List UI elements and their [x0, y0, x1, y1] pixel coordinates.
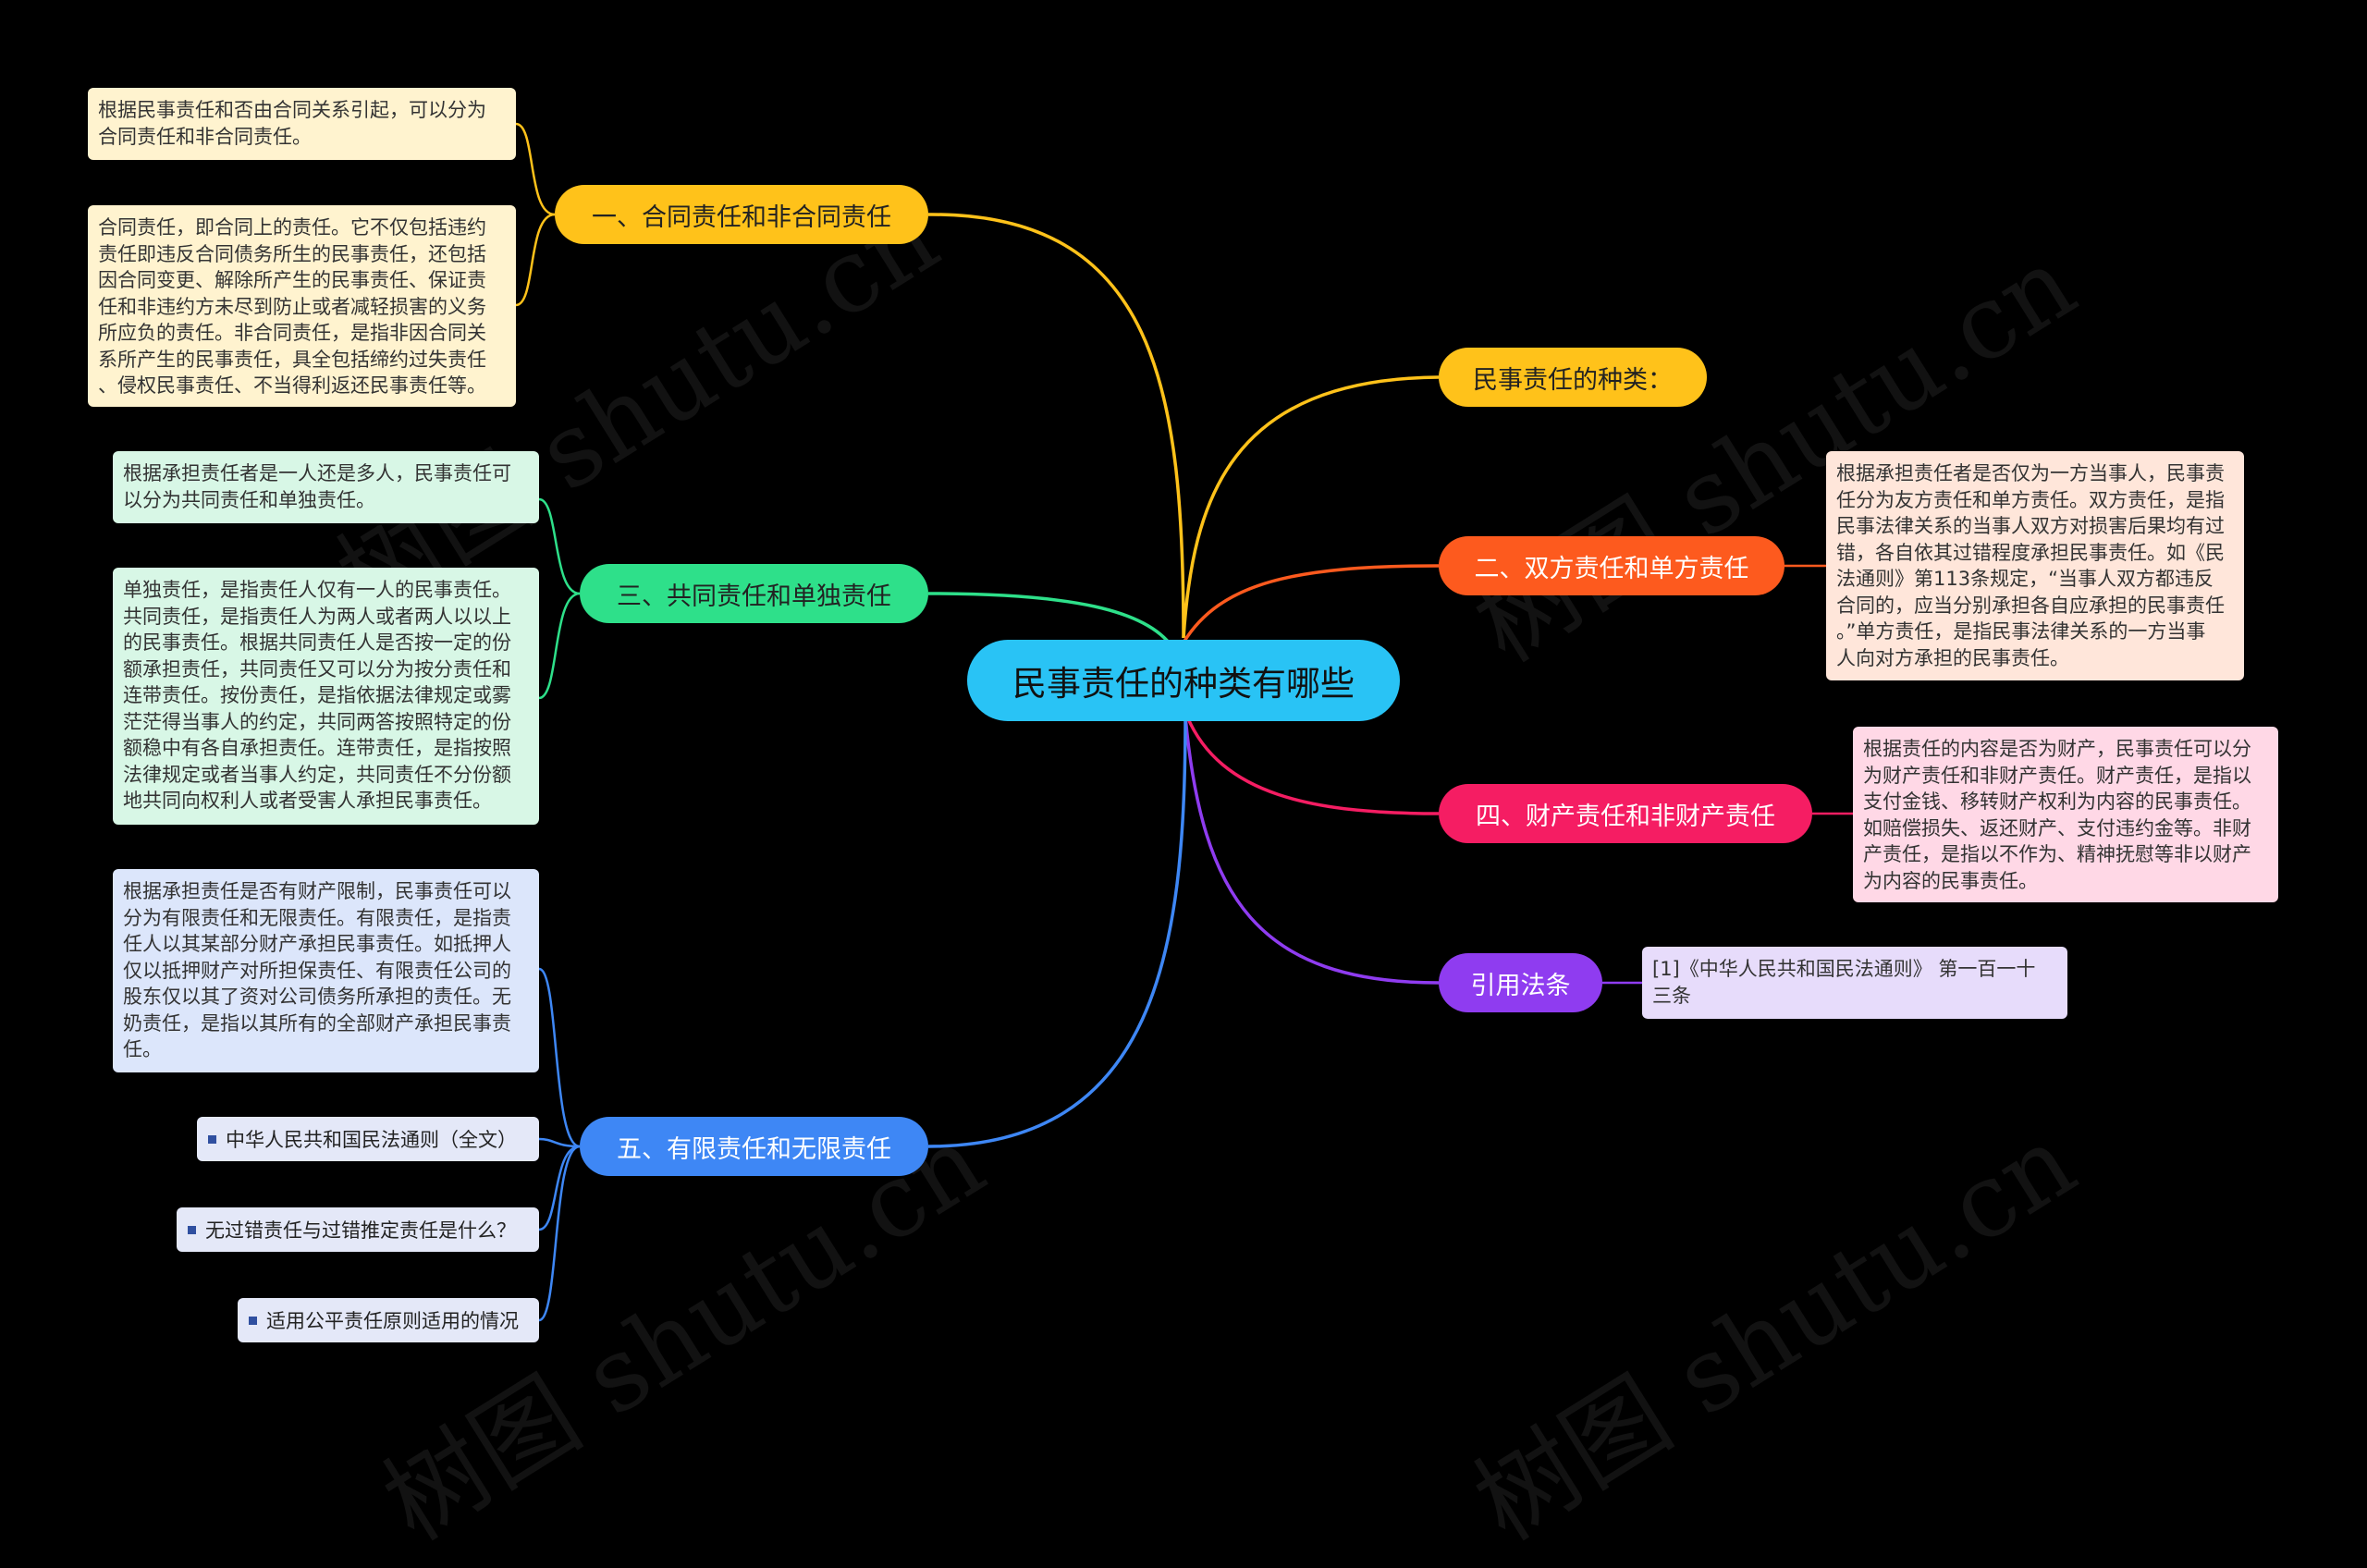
bullet-icon [188, 1225, 196, 1234]
link-civil-law-full-text[interactable]: 中华人民共和国民法通则（全文） [197, 1117, 539, 1161]
note-cited-law: [1]《中华人民共和国民法通则》 第一百一十 三条 [1642, 947, 2067, 1019]
link-label: 中华人民共和国民法通则（全文） [226, 1129, 517, 1151]
connector-center-b2 [1182, 564, 1440, 643]
link-label: 无过错责任与过错推定责任是什么？ [205, 1219, 516, 1242]
connector-center-b5 [927, 716, 1187, 1148]
branch-contract-liability[interactable]: 一、合同责任和非合同责任 [555, 185, 928, 244]
note-contract-classification: 根据民事责任和否由合同关系引起，可以分为 合同责任和非合同责任。 [88, 88, 516, 160]
link-no-fault-liability[interactable]: 无过错责任与过错推定责任是什么？ [177, 1207, 539, 1252]
connector-b5-l3 [538, 1145, 581, 1322]
connector-lines [515, 122, 1853, 1322]
link-fair-liability[interactable]: 适用公平责任原则适用的情况 [238, 1298, 539, 1342]
connector-b5-n5a [538, 967, 581, 1148]
branch-joint-liability[interactable]: 三、共同责任和单独责任 [580, 564, 928, 623]
connector-b1-n1a [515, 122, 556, 216]
central-topic[interactable]: 民事责任的种类有哪些 [967, 640, 1400, 721]
note-joint-classification: 根据承担责任者是一人还是多人，民事责任可 以分为共同责任和单独责任。 [113, 451, 539, 523]
branch-property-liability[interactable]: 四、财产责任和非财产责任 [1439, 784, 1812, 843]
note-bilateral-definition: 根据承担责任者是否仅为一方当事人，民事责 任分为友方责任和单方责任。双方责任，是… [1826, 451, 2244, 680]
connector-center-blaw [1184, 716, 1440, 985]
bullet-icon [208, 1134, 216, 1144]
branch-cited-law[interactable]: 引用法条 [1439, 953, 1602, 1012]
connector-b3-n3b [538, 592, 581, 700]
branch-bilateral-liability[interactable]: 二、双方责任和单方责任 [1439, 536, 1784, 595]
connector-center-b4 [1185, 716, 1440, 815]
branch-limited-liability[interactable]: 五、有限责任和无限责任 [580, 1117, 928, 1176]
connector-b5-l2 [538, 1145, 581, 1231]
note-limited-definition: 根据承担责任是否有财产限制，民事责任可以 分为有限责任和无限责任。有限责任，是指… [113, 869, 539, 1072]
note-joint-definition: 单独责任，是指责任人仅有一人的民事责任。 共同责任，是指责任人为两人或者两人以以… [113, 568, 539, 825]
connector-b1-n1b [515, 213, 556, 307]
connector-center-b1 [927, 213, 1185, 639]
link-label: 适用公平责任原则适用的情况 [266, 1310, 519, 1332]
connector-b5-l1 [538, 1137, 581, 1148]
note-property-definition: 根据责任的内容是否为财产，民事责任可以分 为财产责任和非财产责任。财产责任，是指… [1853, 727, 2278, 902]
note-contract-definition: 合同责任，即合同上的责任。它不仅包括违约 责任即违反合同债务所生的民事责任，还包… [88, 205, 516, 407]
connector-center-btypes [1182, 375, 1440, 639]
bullet-icon [249, 1316, 257, 1325]
connector-center-b3 [927, 592, 1174, 649]
branch-liability-types[interactable]: 民事责任的种类： [1439, 348, 1707, 407]
connector-b3-n3a [538, 497, 581, 595]
